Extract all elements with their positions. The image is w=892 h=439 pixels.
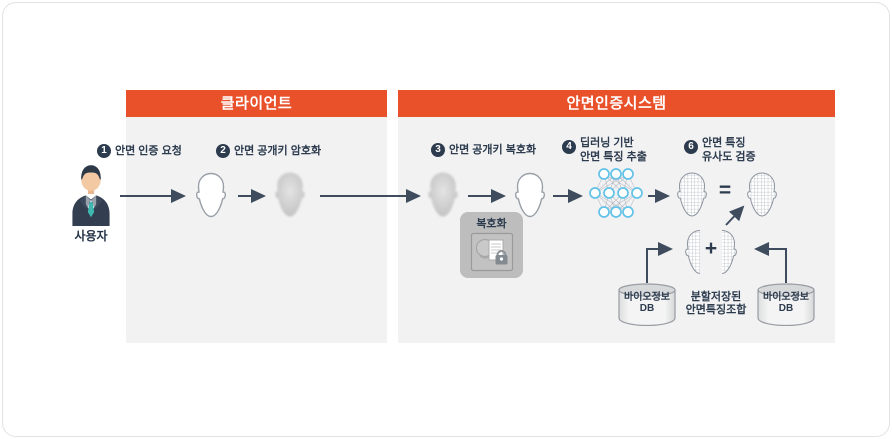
half-face-icon xyxy=(722,230,737,274)
encrypted-face-icon xyxy=(275,172,305,217)
db-left-line2: DB xyxy=(639,303,655,314)
face-outline-icon xyxy=(195,172,227,218)
encrypted-face-icon xyxy=(428,172,458,217)
client-section-header: 클라이언트 xyxy=(126,90,387,117)
combination-line2: 안면특징조합 xyxy=(685,304,747,316)
step-4-line1: 딥러닝 기반 xyxy=(580,137,634,149)
step-6-label: 6 안면 특징 유사도 검증 xyxy=(684,136,756,164)
decrypt-document-lock-icon xyxy=(470,232,513,272)
system-section-header: 안면인증시스템 xyxy=(398,90,835,117)
step-2-label: 2 안면 공개키 암호화 xyxy=(216,144,321,158)
equals-operator: = xyxy=(718,179,732,202)
step-4-line2: 안면 특징 추출 xyxy=(580,151,647,163)
step-1-text: 안면 인증 요청 xyxy=(115,145,182,157)
face-outline-icon xyxy=(514,172,546,218)
db-right-line2: DB xyxy=(778,303,794,314)
decrypt-label: 복호화 xyxy=(476,218,507,230)
half-face-icon xyxy=(685,230,700,274)
decrypt-box: 복호화 xyxy=(460,212,523,278)
step-6-text: 안면 특징 유사도 검증 xyxy=(702,136,756,164)
step-3-badge: 3 xyxy=(431,143,445,157)
step-6-line1: 안면 특징 xyxy=(702,137,746,149)
step-2-text: 안면 공개키 암호화 xyxy=(234,145,322,157)
step-2-badge: 2 xyxy=(216,144,230,158)
mesh-face-icon xyxy=(677,172,707,217)
actor-label: 사용자 xyxy=(74,229,108,243)
step-3-label: 3 안면 공개키 복호화 xyxy=(431,143,536,157)
step-4-badge: 4 xyxy=(562,140,576,154)
client-section-panel xyxy=(126,117,387,343)
plus-operator: + xyxy=(704,237,718,260)
neural-network-icon xyxy=(589,168,643,218)
user-avatar-icon xyxy=(72,165,110,226)
database-icon xyxy=(618,283,676,326)
step-6-badge: 6 xyxy=(684,140,698,154)
step-6-line2: 유사도 검증 xyxy=(702,151,756,163)
step-1-label: 1 안면 인증 요청 xyxy=(97,144,182,158)
mesh-face-icon xyxy=(747,172,777,217)
db-right-label: 바이오정보 DB xyxy=(755,292,817,314)
combination-line1: 분할저장된 xyxy=(690,291,742,303)
step-4-text: 딥러닝 기반 안면 특징 추출 xyxy=(580,136,647,164)
db-right-line1: 바이오정보 xyxy=(763,292,809,303)
step-3-text: 안면 공개키 복호화 xyxy=(449,144,537,156)
db-left-line1: 바이오정보 xyxy=(624,292,670,303)
combination-label: 분할저장된 안면특징조합 xyxy=(676,291,756,317)
step-4-label: 4 딥러닝 기반 안면 특징 추출 xyxy=(562,136,647,164)
step-1-badge: 1 xyxy=(97,144,111,158)
db-left-label: 바이오정보 DB xyxy=(616,292,678,314)
database-icon xyxy=(757,283,815,326)
